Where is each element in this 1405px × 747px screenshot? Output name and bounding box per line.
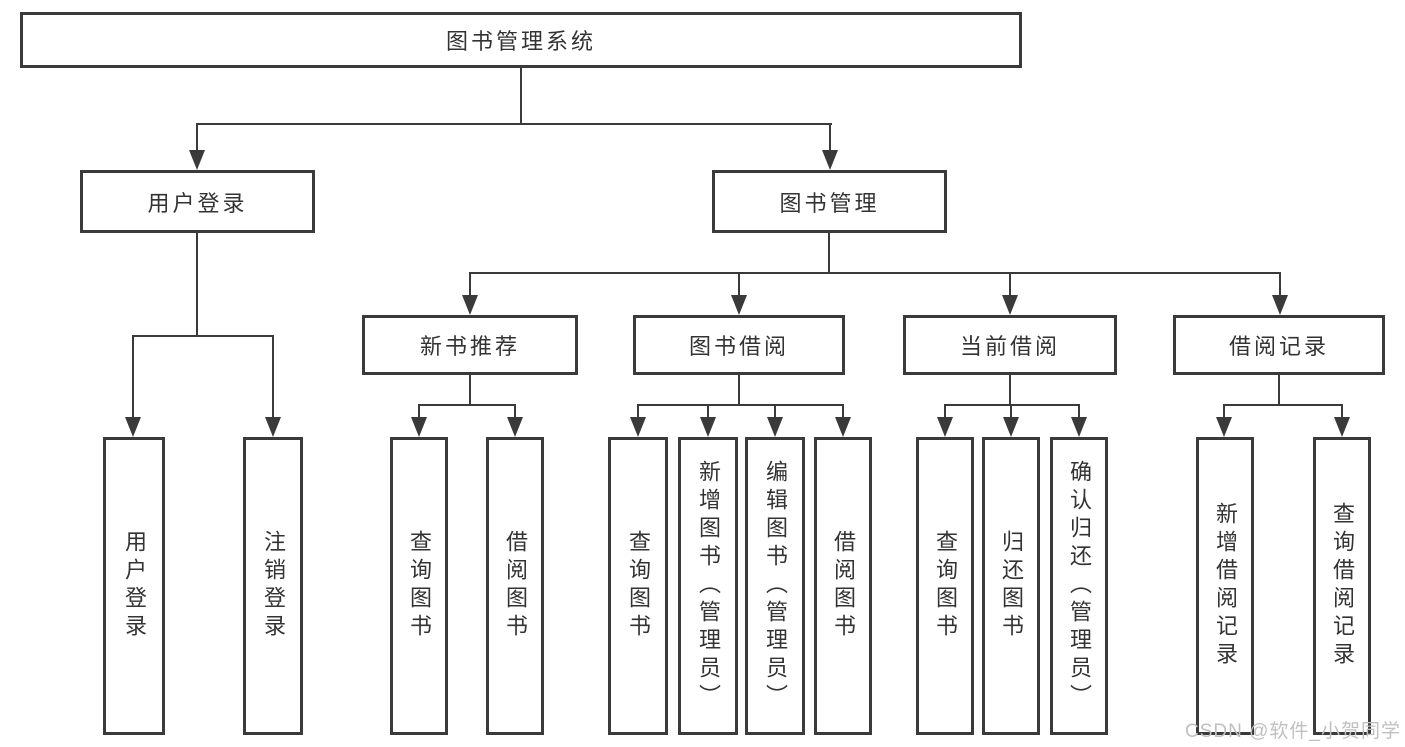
connector-drop-user-login [196, 123, 198, 153]
connector-root-stem [520, 68, 522, 125]
connector-drop [774, 404, 776, 419]
node-label: 图书管理系统 [445, 29, 596, 54]
watermark-text: CSDN @软件_小贺同学 [1185, 721, 1401, 742]
arrowhead [731, 295, 747, 315]
connector-book-management-stem [828, 233, 830, 274]
node-label: 新书推荐 [419, 334, 520, 359]
node-label: 注销登录 [261, 530, 286, 642]
connector-borrow-records-rail [1223, 404, 1343, 406]
node-label: 编辑图书（管理员） [763, 460, 788, 712]
connector-drop [1223, 404, 1225, 419]
arrowhead [822, 150, 838, 170]
connector-drop-new-book [469, 272, 471, 298]
connector-drop-current-borrow [1009, 272, 1011, 298]
connector-drop [514, 404, 516, 419]
node-user-login: 用户登录 [80, 170, 315, 233]
connector-drop [842, 404, 844, 419]
connector-drop-book-borrow [738, 272, 740, 298]
connector-drop-leaf-logout [272, 335, 274, 419]
connector-drop [944, 404, 946, 419]
connector-drop [1010, 404, 1012, 419]
leaf-query-books-current: 查询图书 [916, 437, 974, 735]
arrowhead [125, 417, 141, 437]
connector-drop [707, 404, 709, 419]
arrowhead [411, 417, 427, 437]
arrowhead [265, 417, 281, 437]
arrowhead [700, 417, 716, 437]
leaf-edit-book-admin: 编辑图书（管理员） [745, 437, 805, 735]
arrowhead [835, 417, 851, 437]
leaf-borrow-books: 借阅图书 [814, 437, 872, 735]
leaf-query-books-borrow: 查询图书 [608, 437, 668, 735]
node-label: 归还图书 [999, 530, 1024, 642]
arrowhead [630, 417, 646, 437]
arrowhead [1002, 295, 1018, 315]
leaf-user-login: 用户登录 [103, 437, 165, 735]
arrowhead [1334, 417, 1350, 437]
node-current-borrowing: 当前借阅 [903, 315, 1117, 375]
leaf-confirm-return-admin: 确认归还（管理员） [1050, 437, 1108, 735]
node-label: 查询图书 [933, 530, 958, 642]
leaf-borrow-books-recommend: 借阅图书 [486, 437, 544, 735]
arrowhead [462, 295, 478, 315]
arrowhead [937, 417, 953, 437]
connector-new-book-rail [418, 404, 516, 406]
node-label: 新增图书（管理员） [696, 460, 721, 712]
node-label: 查询图书 [407, 530, 432, 642]
node-borrowing-records: 借阅记录 [1173, 315, 1385, 375]
node-label: 借阅记录 [1228, 334, 1329, 359]
node-label: 图书管理 [779, 190, 880, 216]
arrowhead [189, 150, 205, 170]
connector-book-borrow-stem [738, 375, 740, 406]
leaf-return-books: 归还图书 [982, 437, 1040, 735]
node-label: 当前借阅 [959, 334, 1060, 359]
connector-drop-borrow-records [1279, 272, 1281, 298]
connector-root-rail [196, 123, 832, 125]
connector-drop-leaf-user-login [132, 335, 134, 419]
connector-drop-book-management [829, 123, 831, 153]
connector-new-book-stem [469, 375, 471, 406]
node-book-management: 图书管理 [712, 170, 947, 233]
node-book-borrowing: 图书借阅 [633, 315, 845, 375]
arrowhead [1272, 295, 1288, 315]
leaf-query-borrow-record: 查询借阅记录 [1313, 437, 1371, 735]
node-label: 查询图书 [626, 530, 651, 642]
connector-drop [1078, 404, 1080, 419]
connector-drop [637, 404, 639, 419]
node-label: 新增借阅记录 [1213, 502, 1238, 670]
node-label: 借阅图书 [831, 530, 856, 642]
node-label: 用户登录 [147, 190, 248, 216]
leaf-add-book-admin: 新增图书（管理员） [678, 437, 738, 735]
arrowhead [1071, 417, 1087, 437]
arrowhead [507, 417, 523, 437]
leaf-add-borrow-record: 新增借阅记录 [1196, 437, 1254, 735]
node-library-management-system: 图书管理系统 [20, 12, 1022, 68]
node-label: 查询借阅记录 [1330, 502, 1355, 670]
node-label: 借阅图书 [503, 530, 528, 642]
node-new-book-recommendation: 新书推荐 [362, 315, 578, 375]
node-label: 确认归还（管理员） [1067, 460, 1092, 712]
connector-book-management-rail [469, 272, 1281, 274]
connector-drop [1341, 404, 1343, 419]
connector-book-borrow-rail [637, 404, 844, 406]
connector-drop [418, 404, 420, 419]
leaf-query-books-recommend: 查询图书 [390, 437, 448, 735]
node-label: 用户登录 [122, 530, 147, 642]
connector-user-login-stem [196, 233, 198, 337]
arrowhead [1216, 417, 1232, 437]
connector-current-borrow-rail [944, 404, 1080, 406]
arrowhead [1003, 417, 1019, 437]
connector-current-borrow-stem [1009, 375, 1011, 406]
node-label: 图书借阅 [688, 334, 789, 359]
leaf-logout: 注销登录 [243, 437, 303, 735]
connector-user-login-rail [132, 335, 274, 337]
arrowhead [767, 417, 783, 437]
connector-borrow-records-stem [1278, 375, 1280, 406]
